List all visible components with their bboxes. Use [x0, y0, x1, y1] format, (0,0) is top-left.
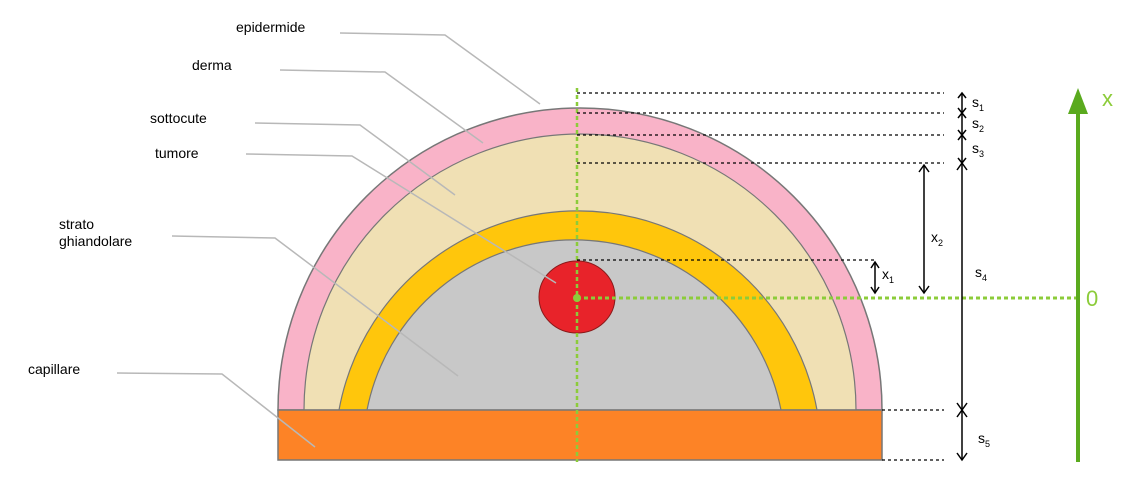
pointer-lines: [116, 32, 557, 448]
label-derma: derma: [192, 57, 232, 73]
label-epidermide: epidermide: [236, 19, 305, 35]
derma-pointer: [279, 69, 484, 144]
strato-pointer: [171, 235, 459, 377]
label-strato-line2: ghiandolare: [59, 233, 132, 249]
tumor-center-dot: [573, 294, 581, 302]
s2-arrow: [957, 111, 967, 137]
s4-arrow: [956, 161, 968, 412]
label-strato-line1: strato: [59, 216, 94, 232]
label-tumore: tumore: [155, 145, 199, 161]
s4-label: s4: [975, 264, 987, 283]
dimension-arrows: [870, 91, 968, 462]
x1-arrow: [870, 260, 880, 295]
s1-label: s1: [972, 94, 984, 113]
reference-lines: [577, 92, 944, 461]
zero-label: 0: [1086, 286, 1098, 311]
label-sottocute: sottocute: [150, 110, 207, 126]
s5-label: s5: [978, 430, 990, 449]
s5-arrow: [956, 408, 968, 462]
tumore-pointer: [245, 153, 557, 284]
label-capillare: capillare: [28, 361, 80, 377]
x1-label: x1: [882, 266, 894, 285]
s3-label: s3: [972, 140, 984, 159]
x-axis-label: x: [1102, 86, 1113, 111]
capillare-pointer: [116, 372, 316, 448]
capillare-bar: [277, 409, 883, 461]
x2-label: x2: [931, 229, 943, 248]
s3-arrow: [957, 133, 967, 165]
x2-arrow: [918, 163, 930, 295]
epidermide-pointer: [339, 32, 541, 105]
s1-arrow: [957, 91, 967, 115]
x-axis-arrow: [1068, 88, 1088, 462]
sottocute-pointer: [254, 122, 456, 196]
s2-label: s2: [972, 115, 984, 134]
